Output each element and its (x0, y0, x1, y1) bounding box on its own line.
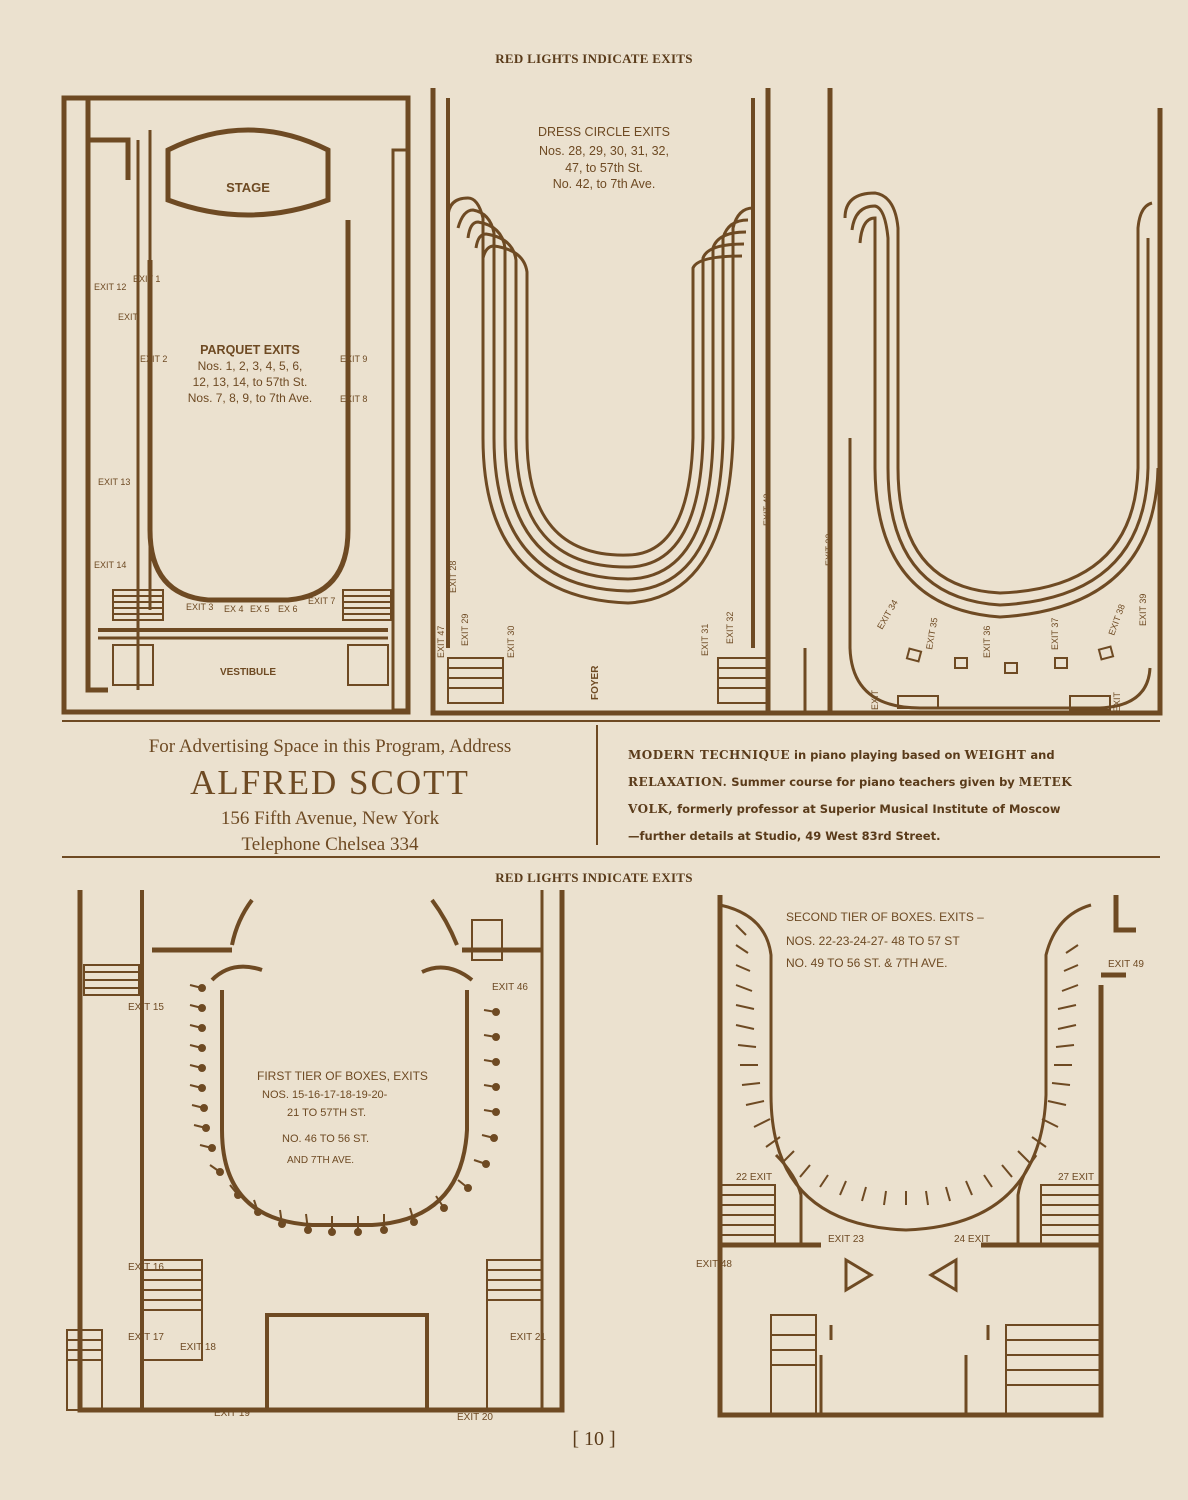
parquet-line3: Nos. 7, 8, 9, to 7th Ave. (188, 391, 313, 405)
first-tier-line3: 21 TO 57TH ST. (287, 1107, 366, 1119)
second-exit-49: EXIT 49 (1108, 959, 1144, 970)
ad-right-p9: formerly professor at Superior Musical I… (673, 802, 1061, 816)
dress-exit-38: EXIT 38 (1106, 603, 1126, 637)
dress-circle-line3: No. 42, to 7th Ave. (553, 177, 656, 191)
first-tier-line4: NO. 46 TO 56 ST. (282, 1133, 369, 1145)
parquet-exit-13: EXIT 13 (98, 477, 130, 487)
second-exit-48: EXIT 48 (696, 1259, 732, 1270)
first-exit-16: EXIT 16 (128, 1262, 164, 1273)
first-tier-line1: FIRST TIER OF BOXES, EXITS (257, 1069, 428, 1083)
parquet-exit-4: EX 4 (224, 604, 244, 614)
parquet-exit-9: EXIT 9 (340, 354, 367, 364)
parquet-exit-14: EXIT 14 (94, 560, 126, 570)
parquet-exit-3: EXIT 3 (186, 602, 213, 612)
ad-left-telephone: Telephone Chelsea 334 (241, 834, 419, 855)
ad-left-name: ALFRED SCOTT (190, 763, 470, 802)
first-exit-20: EXIT 20 (457, 1412, 493, 1423)
dress-exit-31: EXIT 31 (700, 624, 710, 656)
dress-exit-36: EXIT 36 (982, 626, 992, 658)
dress-exit-39: EXIT 39 (1138, 594, 1148, 626)
first-exit-17: EXIT 17 (128, 1332, 164, 1343)
first-tier-line2: NOS. 15-16-17-18-19-20- (262, 1089, 388, 1101)
ad-right-p10: —further details at Studio, 49 West 83rd… (628, 829, 941, 843)
dress-circle-rows (446, 196, 754, 605)
parquet-bowl (147, 220, 351, 603)
dress-exit-28: EXIT 28 (448, 561, 458, 593)
foyer-label: FOYER (590, 665, 601, 700)
parquet-exit-6: EX 6 (278, 604, 298, 614)
stage-label: STAGE (226, 180, 270, 195)
second-exit-27: 27 EXIT (1058, 1172, 1094, 1183)
stage-shape (165, 127, 331, 218)
first-exit-46: EXIT 46 (492, 982, 528, 993)
dress-exit-29: EXIT 29 (460, 614, 470, 646)
dress-exit-30: EXIT 30 (506, 626, 516, 658)
ad-right-p1: MODERN TECHNIQUE (628, 748, 791, 762)
dress-circle-line1: Nos. 28, 29, 30, 31, 32, (539, 144, 669, 158)
dress-circle-plan: DRESS CIRCLE EXITS Nos. 28, 29, 30, 31, … (430, 88, 780, 716)
top-heading: RED LIGHTS INDICATE EXITS (495, 51, 693, 66)
second-tier-line2: NOS. 22-23-24-27- 48 TO 57 ST (786, 934, 960, 948)
dress-circle-plan-right: EXIT 33 EXIT 34 EXIT 35 EXIT 36 EXIT 37 … (780, 88, 1163, 716)
dress-exit-47: EXIT 47 (436, 626, 446, 658)
ad-right-p3: WEIGHT (964, 748, 1027, 762)
second-exit-22: 22 EXIT (736, 1172, 772, 1183)
page-number: [ 10 ] (572, 1428, 616, 1450)
first-exit-21: EXIT 21 (510, 1332, 546, 1343)
parquet-exit-7: EXIT 7 (308, 596, 335, 606)
second-exit-24: 24 EXIT (954, 1234, 990, 1245)
parquet-exit-5: EX 5 (250, 604, 270, 614)
parquet-floor-plan: STAGE EXIT EXIT 1 EXIT 12 EXIT 2 EXIT 9 … (61, 95, 411, 715)
parquet-line2: 12, 13, 14, to 57th St. (193, 375, 308, 389)
dress-exit-32: EXIT 32 (725, 612, 735, 644)
first-tier-plan: EXIT 15 EXIT 16 EXIT 17 EXIT 18 EXIT 19 … (66, 890, 565, 1423)
ad-right-p7: METEK (1018, 775, 1073, 789)
piano-technique-ad: MODERN TECHNIQUE in piano playing based … (628, 742, 1148, 850)
parquet-title: PARQUET EXITS (200, 343, 300, 357)
dress-exit-42: EXIT 42 (762, 494, 772, 526)
parquet-exit-12: EXIT 12 (94, 282, 126, 292)
ad-right-p8: VOLK, (628, 802, 674, 816)
ad-left-line1: For Advertising Space in this Program, A… (148, 736, 512, 757)
second-tier-line3: NO. 49 TO 56 ST. & 7TH AVE. (786, 956, 947, 970)
ad-bottom-rule (62, 856, 1160, 858)
bottom-heading: RED LIGHTS INDICATE EXITS (495, 870, 693, 885)
first-tier-line5: AND 7TH AVE. (287, 1155, 354, 1166)
ad-right-p4: and (1026, 748, 1055, 762)
vestibule-label: VESTIBULE (220, 667, 276, 678)
dress-exit-37: EXIT 37 (1050, 618, 1060, 650)
first-exit-15: EXIT 15 (128, 1002, 164, 1013)
parquet-exit-8: EXIT 8 (340, 394, 367, 404)
dress-exit-33: EXIT 33 (824, 534, 834, 566)
second-tier-line1: SECOND TIER OF BOXES. EXITS – (786, 910, 984, 924)
first-exit-18: EXIT 18 (180, 1342, 216, 1353)
first-exit-19: EXIT 19 (214, 1408, 250, 1419)
dress-exit-unnumbered-2: EXIT (1112, 691, 1122, 712)
parquet-exit-1: EXIT 1 (133, 274, 160, 284)
ad-right-p2: in piano playing based on (790, 748, 965, 762)
parquet-exit-2: EXIT 2 (140, 354, 167, 364)
dress-circle-line2: 47, to 57th St. (565, 161, 643, 175)
alfred-scott-ad: For Advertising Space in this Program, A… (70, 734, 590, 858)
ad-left-address: 156 Fifth Avenue, New York (220, 808, 440, 829)
second-exit-23: EXIT 23 (828, 1234, 864, 1245)
dress-exit-unnumbered: EXIT (870, 689, 880, 710)
parquet-exit-label: EXIT (118, 312, 139, 322)
dress-exit-35: EXIT 35 (924, 617, 939, 651)
parquet-line1: Nos. 1, 2, 3, 4, 5, 6, (198, 359, 303, 373)
ad-right-p5: RELAXATION. (628, 775, 728, 789)
second-tier-plan: SECOND TIER OF BOXES. EXITS – NOS. 22-23… (696, 895, 1144, 1418)
ad-divider (596, 725, 598, 845)
ad-right-p6: Summer course for piano teachers given b… (727, 775, 1019, 789)
dress-circle-title: DRESS CIRCLE EXITS (538, 125, 670, 139)
ad-top-rule (62, 720, 1160, 722)
dress-exit-34: EXIT 34 (875, 598, 900, 631)
